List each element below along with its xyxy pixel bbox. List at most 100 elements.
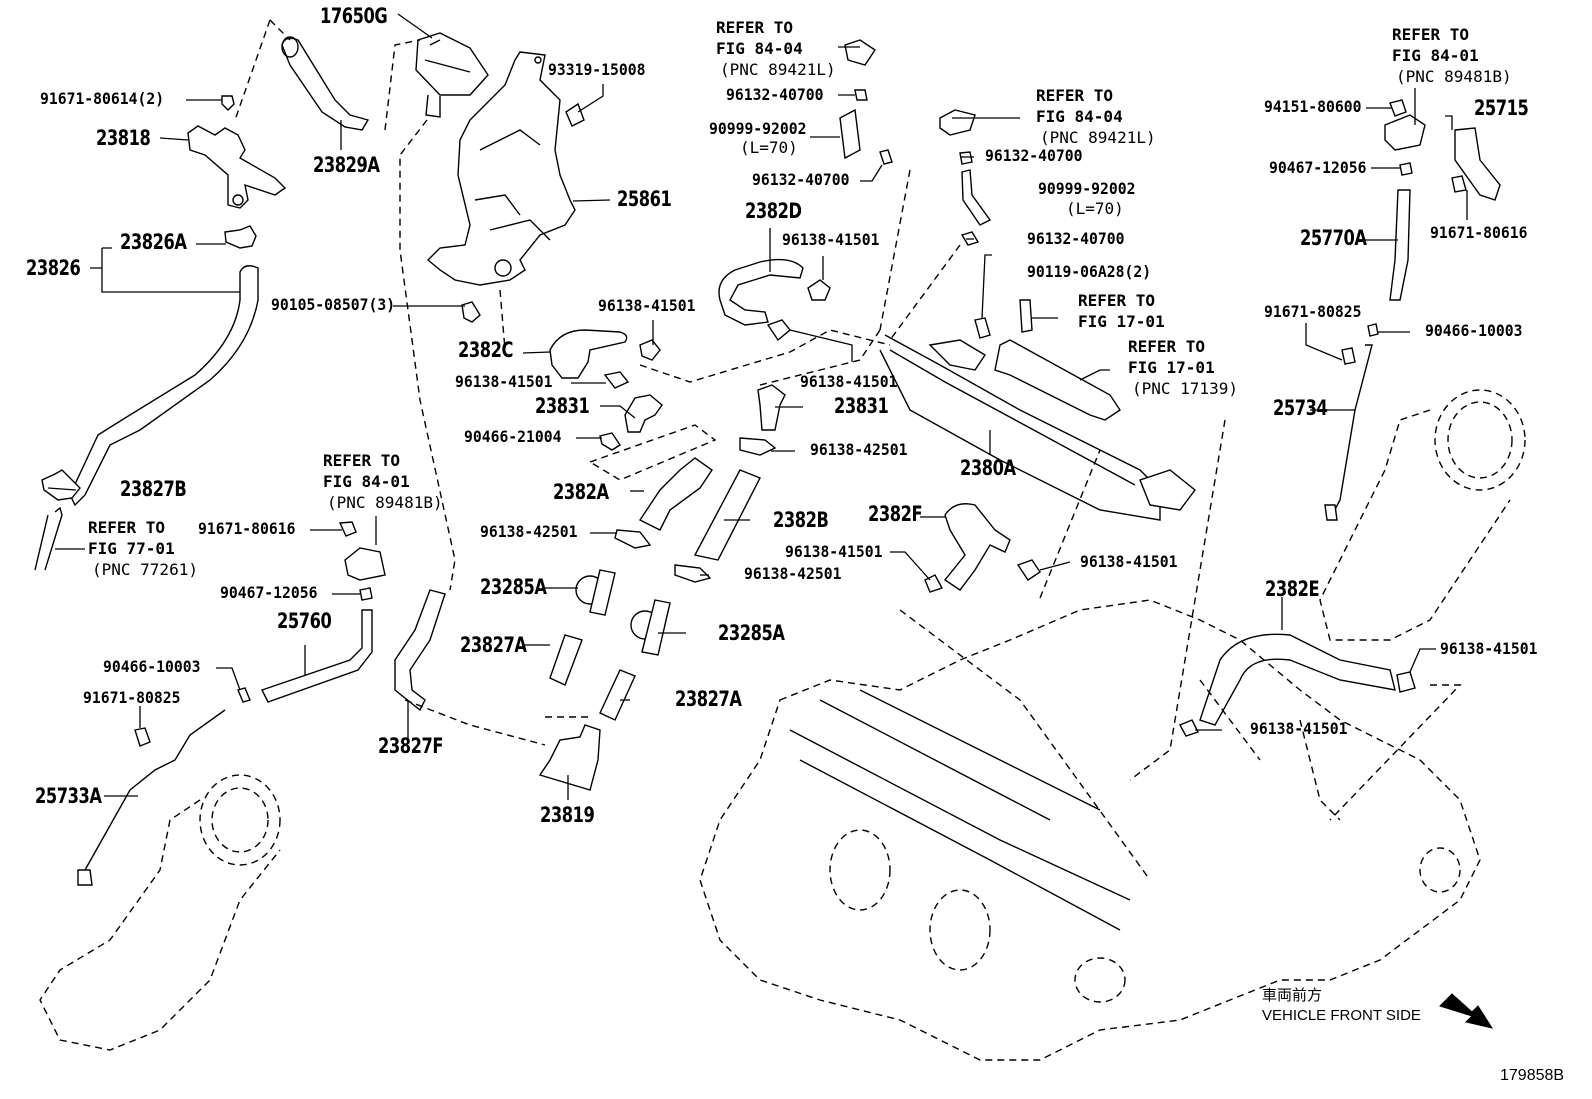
- part-label-2382b: 2382B: [773, 508, 829, 532]
- reference-note-fig-77-01[interactable]: REFER TO FIG 77-01 (PNC 77261): [88, 517, 198, 580]
- reference-note-line1: REFER TO: [323, 451, 401, 470]
- part-label-96138-42501: 96138-42501: [810, 440, 908, 459]
- reference-note-fig-84-04[interactable]: REFER TO FIG 84-04 (PNC 89421L): [1036, 85, 1156, 148]
- bolt-91671-80616-right-drawing: [1451, 175, 1467, 193]
- reference-note-line2: FIG 17-01: [1078, 312, 1165, 331]
- part-label-96138-41501: 96138-41501: [1080, 552, 1178, 571]
- part-label-96138-41501: 96138-41501: [782, 230, 880, 249]
- reference-note-fig-17-01[interactable]: REFER TO FIG 17-01: [1078, 290, 1165, 332]
- bolt-90105-drawing: [461, 301, 481, 323]
- part-label-93319-15008: 93319-15008: [548, 60, 646, 79]
- clamp-90466-21004-drawing: [599, 432, 621, 451]
- reference-note-pnc: (PNC 89421L): [1040, 128, 1156, 147]
- connector-23831-right-drawing: [757, 384, 786, 431]
- bolt-ref-17-01-drawing: [1019, 299, 1033, 333]
- clamp-90467-right-drawing: [1399, 162, 1413, 176]
- hose-23826-drawing: [69, 265, 259, 507]
- reference-note-pnc: (PNC 89481B): [327, 493, 443, 512]
- reference-note-pnc: (PNC 77261): [92, 560, 198, 579]
- exhaust-manifold-right-drawing: [1319, 389, 1526, 641]
- reference-note-line1: REFER TO: [1036, 86, 1114, 105]
- hose-23829a-drawing: [281, 36, 370, 131]
- bolt-91671-80616-left-drawing: [338, 521, 357, 537]
- part-label-96138-42501: 96138-42501: [480, 522, 578, 541]
- reference-note-line2: FIG 17-01: [1128, 358, 1215, 377]
- part-label-25715: 25715: [1474, 96, 1529, 120]
- clamp-96132-a-drawing: [854, 89, 868, 101]
- valve-23285a-right-drawing: [630, 599, 671, 656]
- clip-96138-f-drawing: [1016, 559, 1041, 581]
- clip-96138-g-drawing: [1396, 671, 1416, 693]
- reference-note-line1: REFER TO: [1392, 25, 1470, 44]
- vsv-23819-drawing: [538, 724, 601, 791]
- pipe-25733a-drawing: [84, 709, 226, 871]
- part-label-25861: 25861: [617, 187, 672, 211]
- part-label-23285a: 23285A: [480, 575, 547, 599]
- vsv-17650g-drawing: [415, 32, 489, 118]
- reference-note-line2: FIG 77-01: [88, 539, 175, 558]
- reference-note-fig-84-04[interactable]: REFER TO FIG 84-04 (PNC 89421L): [716, 17, 836, 80]
- pipe-25760-drawing: [261, 609, 373, 703]
- part-label-23829a: 23829A: [313, 153, 380, 177]
- figure-id: 179858B: [1500, 1067, 1565, 1084]
- reference-note-line1: REFER TO: [1078, 291, 1156, 310]
- reference-note-line1: REFER TO: [1128, 337, 1206, 356]
- connector-23831-left-drawing: [624, 394, 663, 433]
- hose-2382a-drawing: [638, 457, 713, 531]
- part-label-96132-40700: 96132-40700: [752, 170, 850, 189]
- part-label-96138-41501: 96138-41501: [1250, 719, 1348, 738]
- part-label-90467-12056: 90467-12056: [1269, 158, 1367, 177]
- part-label-96132-40700: 96132-40700: [726, 85, 824, 104]
- part-label-2382c: 2382C: [458, 338, 513, 362]
- reference-note-fig-84-01[interactable]: REFER TO FIG 84-01 (PNC 89481B): [323, 450, 443, 513]
- part-label-2382e: 2382E: [1265, 577, 1320, 601]
- clip-96138-b-drawing: [603, 371, 630, 389]
- vehicle-front-legend: VEHICLE FRONT SIDE: [1262, 1007, 1421, 1024]
- pipe-25734-drawing: [1331, 344, 1373, 516]
- hose-23827a-right-drawing: [599, 669, 636, 721]
- reference-note-fig-84-01[interactable]: REFER TO FIG 84-01 (PNC 89481B): [1392, 24, 1512, 87]
- clip-96138-d-drawing: [766, 319, 791, 342]
- part-label-23285a: 23285A: [718, 621, 785, 645]
- bracket-25861-drawing: [426, 51, 576, 286]
- part-label-96132-40700: 96132-40700: [1027, 229, 1125, 248]
- reference-note-line2: FIG 84-04: [1036, 107, 1123, 126]
- hose-length-90999-a: (L=70): [740, 138, 798, 157]
- part-label-23827a: 23827A: [675, 687, 742, 711]
- part-label-96138-41501: 96138-41501: [800, 372, 898, 391]
- part-label-90999-92002: 90999-92002: [1038, 179, 1136, 198]
- hose-25770a-drawing: [1389, 189, 1411, 301]
- hose-90999-b-drawing: [961, 169, 992, 226]
- part-label-96138-42501: 96138-42501: [744, 564, 842, 583]
- bracket-25715-drawing: [1454, 127, 1501, 201]
- hose-2382b-drawing: [693, 469, 761, 561]
- reference-note-line2: FIG 84-01: [1392, 46, 1479, 65]
- hose-2382f-drawing: [943, 503, 1011, 591]
- leader-lines: [47, 13, 1468, 800]
- part-label-96138-41501: 96138-41501: [785, 542, 883, 561]
- part-label-25770a: 25770A: [1300, 226, 1367, 250]
- vsv-ref-84-01-left-drawing: [344, 547, 386, 581]
- bolt-90119-drawing: [974, 317, 991, 339]
- reference-note-pnc: (PNC 17139): [1132, 379, 1238, 398]
- clamp-96132-c-drawing: [959, 151, 973, 165]
- part-label-23831: 23831: [834, 394, 889, 418]
- vehicle-front-legend-jp: 車両前方: [1262, 987, 1323, 1004]
- bolt-91671-80825-right-drawing: [1341, 347, 1356, 365]
- bolt-93319-drawing: [565, 102, 585, 127]
- part-label-91671-80825: 91671-80825: [1264, 302, 1362, 321]
- bracket-ref-17-01-drawing: [994, 339, 1121, 421]
- vsv-ref-84-01-right-drawing: [1384, 114, 1426, 151]
- clip-96138-42501-a-drawing: [739, 437, 777, 456]
- part-label-90466-21004: 90466-21004: [464, 427, 562, 446]
- clip-96138-42501-c-drawing: [674, 564, 712, 583]
- hose-length-90999-b: (L=70): [1066, 199, 1124, 218]
- bolt-91671-80614-drawing: [221, 95, 235, 111]
- reference-note-fig-17-01[interactable]: REFER TO FIG 17-01 (PNC 17139): [1128, 336, 1238, 399]
- engine-block-drawing: [699, 599, 1481, 1061]
- nut-94151-drawing: [1389, 99, 1407, 117]
- clip-23827b-drawing: [41, 469, 81, 501]
- hose-2382d-drawing: [718, 258, 804, 326]
